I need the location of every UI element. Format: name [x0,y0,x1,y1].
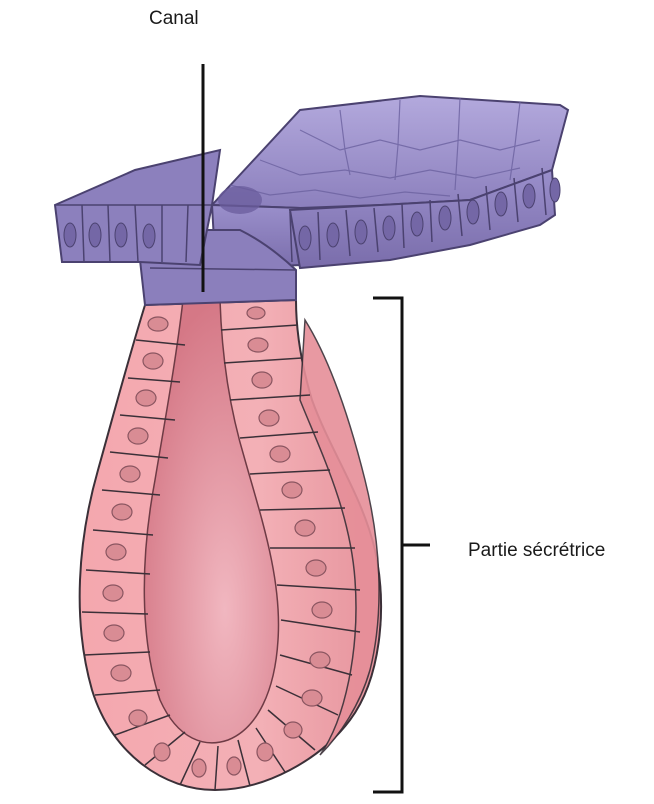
duct-opening [218,186,262,214]
duct-epithelium [55,96,568,305]
secretory-part-label: Partie sécrétrice [468,540,605,562]
canal-label: Canal [149,8,199,30]
secretory-gland [80,300,381,790]
secretory-bracket [373,298,430,792]
